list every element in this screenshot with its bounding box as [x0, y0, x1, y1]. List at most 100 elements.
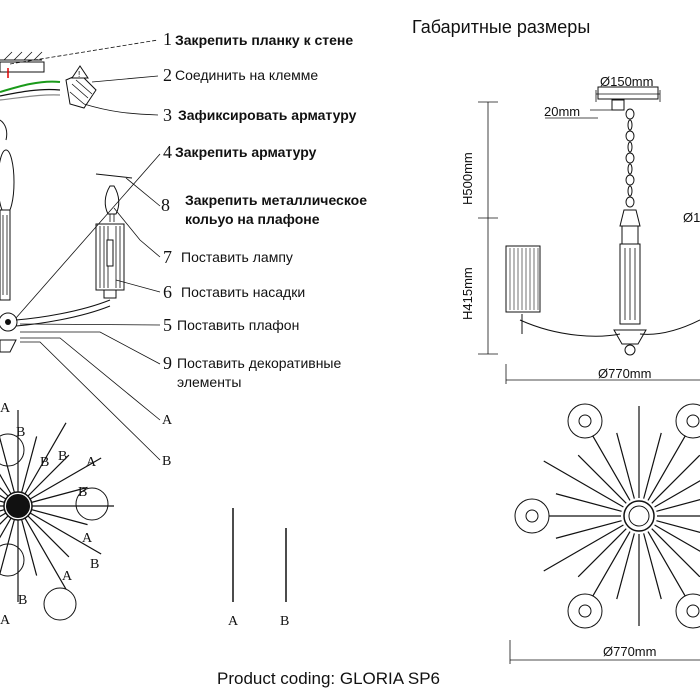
assembly-illustration: ! — [0, 51, 133, 353]
step-text: Поставить насадки — [181, 284, 305, 300]
chain-link — [625, 130, 635, 142]
step-9: 9 Поставить декоративные элементы — [163, 353, 341, 390]
step-text: Поставить плафон — [177, 317, 299, 333]
shade-ring — [567, 403, 603, 439]
dim-width-top: Ø770mm — [603, 644, 656, 659]
dim-shade-partial: Ø1 — [683, 210, 700, 225]
step-text: Закрепить планку к стене — [175, 32, 353, 48]
starburst-label: B — [90, 557, 99, 572]
step-number: 1 — [163, 29, 172, 49]
starburst-label: B — [18, 593, 27, 608]
ray-line — [555, 520, 622, 539]
step-text: Поставить декоративные — [177, 355, 341, 371]
starburst-label: B — [58, 449, 67, 464]
shade-icon — [95, 223, 125, 291]
bulb-icon — [104, 185, 120, 222]
step-text-line-2: элементы — [177, 374, 241, 390]
step-number: 7 — [163, 247, 172, 267]
ray-line — [577, 454, 627, 504]
starburst-label: A — [82, 531, 93, 546]
shade-ring — [514, 498, 550, 534]
shade-ring — [43, 587, 77, 621]
leader-lines — [9, 39, 161, 461]
ray-line — [651, 454, 700, 504]
chain-link — [627, 119, 633, 131]
ray-line — [616, 533, 635, 600]
ray-line — [17, 422, 67, 507]
part-label-a: A — [162, 413, 173, 428]
step-number: 8 — [161, 195, 170, 215]
ray-line — [654, 480, 700, 508]
ray-line — [0, 473, 19, 507]
step-6: 6 Поставить насадки — [163, 282, 305, 302]
ray-line — [651, 528, 700, 578]
product-coding: Product coding: GLORIA SP6 — [217, 669, 440, 688]
dimensions-title: Габаритные размеры — [412, 17, 590, 37]
ray-line — [643, 432, 662, 499]
ray-line — [656, 520, 700, 533]
shade-ring — [75, 487, 109, 521]
ray-line — [555, 493, 622, 512]
starburst-label: A — [0, 613, 11, 628]
dim-width-side: Ø770mm — [598, 366, 651, 381]
step-number: 2 — [163, 65, 172, 85]
step-list: 1 Закрепить планку к стене 2 Соединить н… — [161, 29, 367, 469]
step-4: 4 Закрепить арматуру — [163, 142, 317, 162]
ray-line — [654, 524, 700, 552]
ray-line — [656, 499, 700, 512]
terminal-icon — [65, 73, 97, 109]
step-8: 8 Закрепить металлическое кольуо на плаф… — [161, 192, 367, 227]
ray-line — [543, 460, 624, 508]
step-text: Соединить на клемме — [175, 67, 318, 83]
step-number: 6 — [163, 282, 172, 302]
decor-rods: A B — [228, 508, 289, 629]
ray-line — [616, 432, 635, 499]
ray-line — [543, 524, 624, 572]
ray-line — [17, 505, 102, 555]
shade-ring — [675, 593, 700, 629]
part-label-b: B — [162, 454, 171, 469]
ray-line — [0, 505, 19, 518]
chain-link — [625, 108, 635, 120]
starburst-label: A — [0, 401, 11, 416]
chain-link — [627, 141, 633, 153]
step-5: 5 Поставить плафон — [163, 315, 299, 335]
step-text: Закрепить металлическое — [185, 192, 367, 208]
ray-line — [17, 457, 102, 507]
chain-icon — [625, 108, 635, 208]
step-number: 5 — [163, 315, 172, 335]
starburst-label: A — [86, 455, 97, 470]
step-text: Зафиксировать арматуру — [178, 107, 357, 123]
step-text-line-2: кольуо на плафоне — [185, 211, 320, 227]
chain-link — [625, 196, 635, 208]
step-7: 7 Поставить лампу — [163, 247, 293, 267]
dim-canopy-diameter: Ø150mm — [600, 74, 653, 89]
ray-line — [17, 505, 67, 590]
ray-line — [643, 533, 662, 600]
starburst-label: A — [62, 569, 73, 584]
step-2: 2 Соединить на клемме — [163, 65, 318, 85]
step-text: Закрепить арматуру — [175, 144, 317, 160]
starburst-label: B — [78, 485, 87, 500]
dim-body-height: H415mm — [460, 267, 475, 320]
starburst-label: B — [40, 455, 49, 470]
ray-line — [0, 494, 19, 507]
ray-line — [577, 528, 627, 578]
shade-ring — [567, 593, 603, 629]
rod-label-b: B — [280, 614, 289, 629]
chain-link — [625, 174, 635, 186]
step-3: 3 Зафиксировать арматуру — [163, 105, 357, 125]
svg-text:!: ! — [78, 70, 80, 79]
shade-ring — [0, 543, 25, 577]
dimension-drawing: Ø150mm 20mm H500mm H415mm Ø1 Ø770mm — [460, 74, 700, 664]
dim-chain-height: H500mm — [460, 152, 475, 205]
step-number: 4 — [163, 142, 172, 162]
starburst-label: B — [16, 425, 25, 440]
chain-link — [625, 152, 635, 164]
chain-link — [627, 163, 633, 175]
shade-ring — [0, 433, 25, 467]
shade-ring — [675, 403, 700, 439]
dim-canopy-height: 20mm — [544, 104, 580, 119]
